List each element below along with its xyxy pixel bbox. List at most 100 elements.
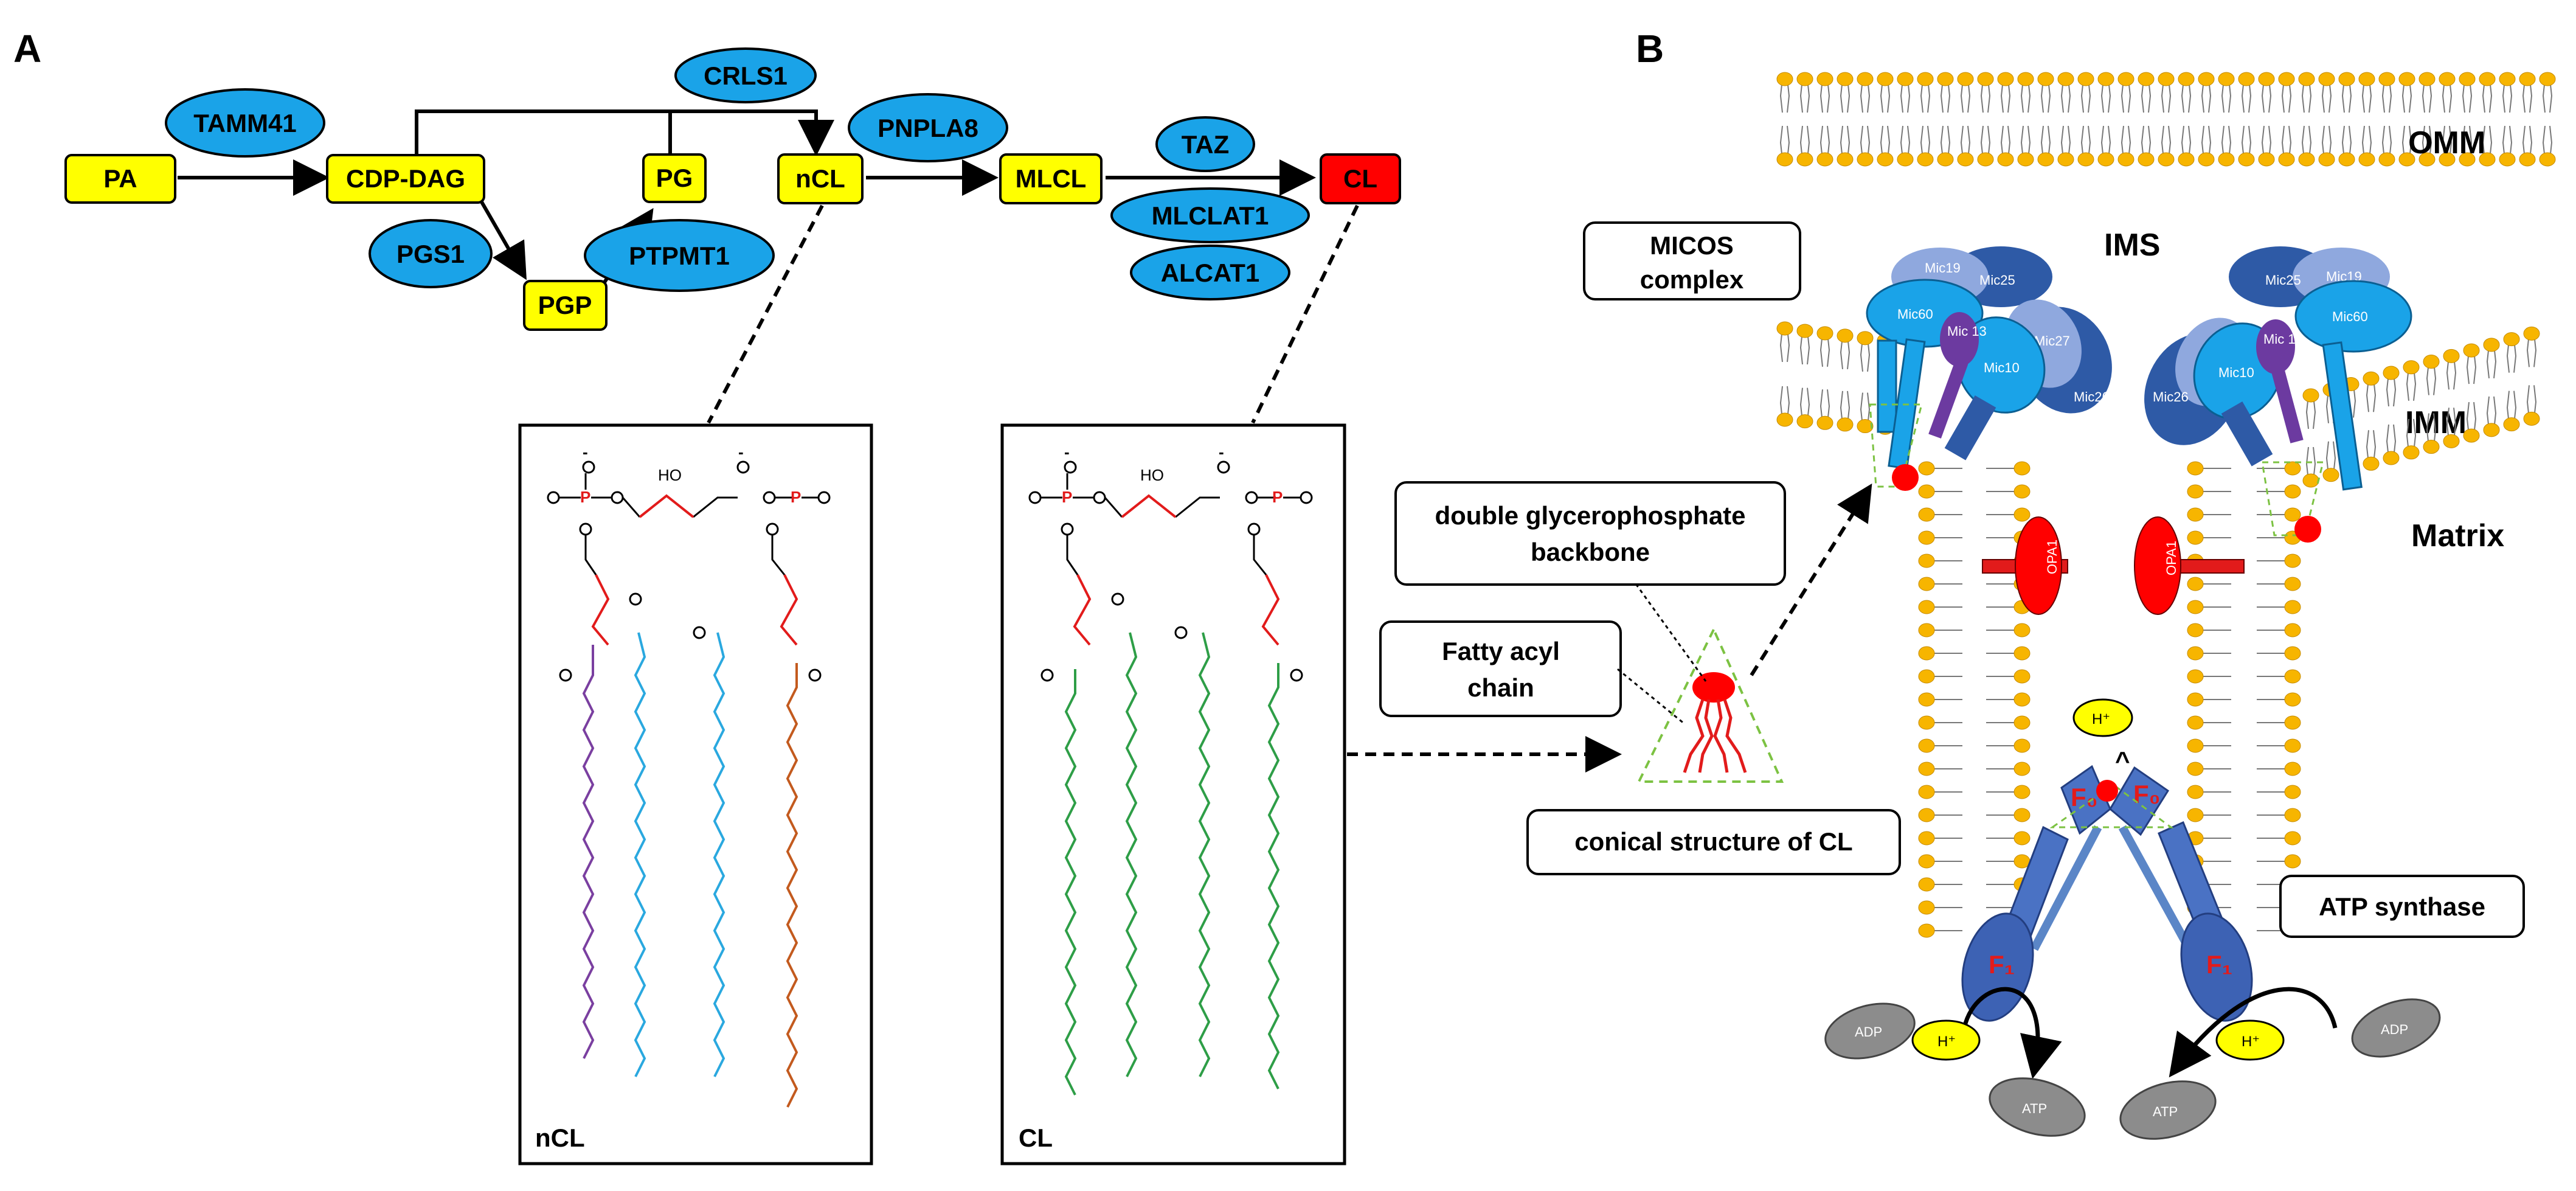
panel-a: A PA CDP-DAG PGP PG bbox=[13, 27, 1622, 1165]
svg-text:ATP: ATP bbox=[2022, 1101, 2047, 1116]
svg-text:-: - bbox=[583, 443, 588, 461]
svg-text:Mic25: Mic25 bbox=[2265, 273, 2301, 288]
enzyme-mlclat1: MLCLAT1 bbox=[1110, 187, 1310, 243]
svg-text:ATP synthase: ATP synthase bbox=[2319, 892, 2485, 921]
node-pg: PG bbox=[642, 153, 707, 203]
svg-text:ATP: ATP bbox=[2153, 1104, 2178, 1119]
leader-cl bbox=[1251, 204, 1359, 424]
node-ncl: nCL bbox=[777, 153, 864, 204]
cl-cones-membrane bbox=[1869, 403, 2324, 543]
svg-text:F₁: F₁ bbox=[1989, 950, 2015, 979]
svg-text:Mic27: Mic27 bbox=[2034, 333, 2070, 349]
svg-text:P: P bbox=[580, 488, 590, 506]
label-ims: IMS bbox=[2104, 227, 2160, 263]
node-pgp: PGP bbox=[523, 280, 608, 331]
arrow-cdpdag-pgp bbox=[480, 201, 527, 280]
outer-membrane bbox=[1776, 72, 2556, 167]
svg-text:H⁺: H⁺ bbox=[1937, 1033, 1956, 1050]
svg-text:F₁: F₁ bbox=[2206, 950, 2232, 979]
svg-text:PA: PA bbox=[103, 164, 137, 193]
svg-text:MLCLAT1: MLCLAT1 bbox=[1152, 201, 1269, 230]
svg-text:-: - bbox=[738, 443, 744, 461]
svg-text:Mic25: Mic25 bbox=[1979, 273, 2015, 288]
ncl-structure: nCL HO P P - - bbox=[518, 423, 873, 1165]
svg-text:chain: chain bbox=[1467, 673, 1534, 702]
svg-text:conical structure of CL: conical structure of CL bbox=[1574, 827, 1852, 856]
svg-text:Mic60: Mic60 bbox=[2332, 309, 2368, 324]
svg-text:PGS1: PGS1 bbox=[396, 240, 465, 268]
micos-callout: MICOS complex bbox=[1583, 221, 1801, 300]
svg-text:P: P bbox=[791, 488, 801, 506]
svg-text:PNPLA8: PNPLA8 bbox=[878, 114, 978, 142]
atp-synthase: ^ H⁺ F₀ F₀ F₁ F₁ bbox=[1961, 698, 2253, 1022]
svg-text:HO: HO bbox=[1140, 466, 1164, 484]
cl-structure: CL HO P P - - bbox=[1000, 423, 1346, 1165]
svg-text:PTPMT1: PTPMT1 bbox=[629, 241, 730, 270]
ncl-structure-label: nCL bbox=[535, 1123, 585, 1152]
svg-text:ALCAT1: ALCAT1 bbox=[1161, 259, 1260, 287]
svg-text:ADP: ADP bbox=[1855, 1024, 1882, 1040]
svg-text:MICOS: MICOS bbox=[1650, 231, 1734, 260]
node-cdp-dag: CDP-DAG bbox=[326, 154, 485, 204]
enzyme-pgs1: PGS1 bbox=[369, 219, 493, 288]
label-matrix: Matrix bbox=[2411, 518, 2504, 554]
fatty-acyl-callout: Fatty acyl chain bbox=[1379, 620, 1622, 717]
conical-cl bbox=[1617, 483, 1872, 783]
svg-text:PG: PG bbox=[656, 164, 693, 192]
svg-text:^: ^ bbox=[2115, 746, 2130, 775]
opa1-pair: OPA1 OPA1 bbox=[1982, 516, 2245, 615]
svg-text:MLCL: MLCL bbox=[1016, 164, 1087, 193]
svg-text:Mic 13: Mic 13 bbox=[1947, 324, 1987, 339]
svg-text:CRLS1: CRLS1 bbox=[704, 61, 788, 90]
panel-b: B OMM IMS IMM Matrix MICOS complex Mic19… bbox=[1379, 27, 2556, 1140]
conical-callout: conical structure of CL bbox=[1526, 809, 1901, 875]
enzyme-crls1: CRLS1 bbox=[674, 47, 817, 103]
svg-text:Mic10: Mic10 bbox=[2218, 365, 2254, 380]
panel-label-b: B bbox=[1636, 27, 1664, 71]
svg-text:TAMM41: TAMM41 bbox=[193, 109, 297, 137]
svg-text:F₀: F₀ bbox=[2133, 780, 2161, 808]
svg-text:ADP: ADP bbox=[2381, 1022, 2408, 1037]
svg-text:OPA1: OPA1 bbox=[2045, 540, 2060, 574]
svg-text:Mic10: Mic10 bbox=[1984, 360, 2020, 375]
svg-text:-: - bbox=[1219, 443, 1224, 461]
svg-text:complex: complex bbox=[1640, 265, 1744, 294]
svg-text:double glycerophosphate: double glycerophosphate bbox=[1435, 501, 1745, 530]
node-mlcl: MLCL bbox=[999, 153, 1103, 204]
svg-text:Mic26: Mic26 bbox=[2074, 389, 2110, 405]
svg-text:Fatty acyl: Fatty acyl bbox=[1442, 637, 1560, 665]
atp-synthase-callout: ATP synthase bbox=[2279, 875, 2525, 938]
svg-text:H⁺: H⁺ bbox=[2092, 711, 2110, 727]
svg-text:Mic60: Mic60 bbox=[1897, 307, 1933, 322]
svg-text:F₀: F₀ bbox=[2071, 783, 2098, 811]
svg-text:OPA1: OPA1 bbox=[2164, 541, 2179, 575]
cl-structure-label: CL bbox=[1019, 1123, 1053, 1152]
svg-text:H⁺: H⁺ bbox=[2242, 1033, 2260, 1050]
svg-text:CDP-DAG: CDP-DAG bbox=[346, 164, 465, 193]
svg-text:nCL: nCL bbox=[795, 164, 845, 193]
arrow-cdpdag-ncl bbox=[415, 109, 834, 156]
svg-text:-: - bbox=[1064, 443, 1070, 461]
enzyme-tamm41: TAMM41 bbox=[165, 88, 325, 158]
micos-right: Mic25 Mic19 Mic27 Mic26 Mic60 Mic10 Mic … bbox=[2144, 246, 2412, 491]
svg-text:backbone: backbone bbox=[1531, 538, 1650, 566]
svg-text:HO: HO bbox=[658, 466, 682, 484]
svg-text:P: P bbox=[1062, 488, 1072, 506]
node-cl: CL bbox=[1320, 153, 1401, 204]
panel-label-a: A bbox=[13, 27, 41, 71]
double-backbone-callout: double glycerophosphate backbone bbox=[1394, 481, 1786, 586]
svg-text:Mic19: Mic19 bbox=[1925, 260, 1961, 276]
leader-ncl bbox=[707, 204, 824, 424]
svg-text:PGP: PGP bbox=[538, 291, 592, 319]
svg-text:Mic 13: Mic 13 bbox=[2263, 332, 2303, 347]
svg-text:CL: CL bbox=[1343, 164, 1377, 193]
enzyme-ptpmt1: PTPMT1 bbox=[584, 219, 775, 292]
micos-left: Mic19 Mic25 Mic27 Mic26 Mic60 Mic10 Mic … bbox=[1866, 246, 2112, 470]
enzyme-pnpla8: PNPLA8 bbox=[848, 93, 1008, 162]
adp-atp-right: ADP H⁺ ATP bbox=[2119, 987, 2441, 1140]
label-omm: OMM bbox=[2408, 125, 2485, 161]
enzyme-alcat1: ALCAT1 bbox=[1130, 245, 1290, 300]
svg-text:P: P bbox=[1272, 488, 1283, 506]
node-pa: PA bbox=[64, 154, 176, 204]
